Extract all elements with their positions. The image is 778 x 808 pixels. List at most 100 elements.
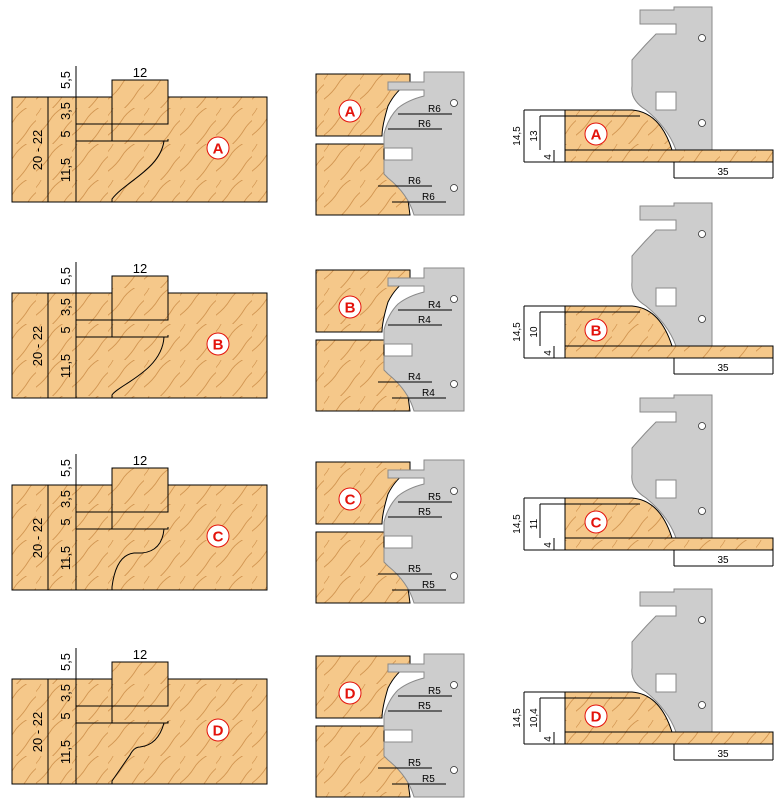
badge-letter: A	[591, 127, 602, 144]
radius-label-1: R5	[428, 686, 441, 697]
width-label: 12	[133, 261, 147, 276]
badge-circle	[584, 122, 608, 146]
dim-top-label: 5,5	[58, 653, 73, 671]
overall-label: 14,5	[512, 322, 523, 342]
length-label: 35	[717, 363, 729, 374]
profile-curve	[111, 528, 165, 590]
profile-badge-mid: D	[338, 681, 362, 705]
assembly-cutter	[631, 588, 713, 733]
length-label: 35	[717, 555, 729, 566]
badge-circle	[584, 704, 608, 728]
width-label: 12	[133, 647, 147, 662]
base-board	[564, 731, 774, 745]
base-board	[564, 149, 774, 163]
profile-badge-right: D	[584, 704, 608, 728]
dim-middle-label: 5	[58, 326, 73, 333]
profile-badge-left: D	[206, 718, 230, 742]
badge-letter: B	[345, 300, 356, 317]
cutter-bolt-hole	[450, 380, 458, 388]
cutter-bolt-hole	[698, 422, 706, 430]
badge-letter: D	[345, 686, 356, 703]
badge-circle	[206, 524, 230, 548]
groove-top	[112, 721, 169, 724]
dim-top-label: 5,5	[58, 71, 73, 89]
cutter-bolt-hole	[450, 681, 458, 689]
thickness-label: 20 - 22	[30, 130, 45, 170]
cutter-bolt-hole	[450, 487, 458, 495]
radius-label-2: R4	[418, 315, 431, 326]
cutter-bolt-hole	[698, 616, 706, 624]
length-label: 35	[717, 167, 729, 178]
dim-upper-label: 3,5	[58, 490, 73, 508]
cutter-bolt-hole	[698, 701, 706, 709]
badge-circle	[338, 487, 362, 511]
cutter-bolt-hole	[450, 184, 458, 192]
thickness-label: 20 - 22	[30, 518, 45, 558]
cutter-bolt-hole	[698, 34, 706, 42]
radius-label-2: R5	[418, 507, 431, 518]
badge-letter: B	[591, 323, 602, 340]
cutter-notch	[655, 673, 677, 693]
badge-circle	[584, 510, 608, 534]
badge-circle	[338, 99, 362, 123]
radius-label-4: R6	[422, 192, 435, 203]
groove-top	[112, 527, 169, 530]
radius-label-1: R4	[428, 300, 441, 311]
base-label: 4	[543, 736, 554, 742]
base-label: 4	[543, 350, 554, 356]
badge-circle	[206, 718, 230, 742]
length-label: 35	[717, 749, 729, 760]
cutter-bolt-hole	[450, 99, 458, 107]
dim-lower-label: 11,5	[58, 158, 73, 182]
assembly-cutter	[631, 394, 713, 539]
profile-badge-left: C	[206, 524, 230, 548]
profile-label: 13	[529, 130, 540, 142]
cutter-body	[383, 267, 465, 412]
badge-letter: C	[345, 492, 356, 509]
badge-letter: D	[591, 709, 602, 726]
profile-curve	[111, 336, 165, 398]
cutter-bolt-hole	[450, 572, 458, 580]
overall-label: 14,5	[512, 708, 523, 728]
cutter-notch	[655, 479, 677, 499]
badge-letter: A	[345, 104, 356, 121]
cutter-notch	[655, 287, 677, 307]
radius-label-4: R5	[422, 580, 435, 591]
dim-upper-label: 3,5	[58, 102, 73, 120]
dim-middle-label: 5	[58, 712, 73, 719]
badge-letter: B	[213, 337, 224, 354]
width-label: 12	[133, 65, 147, 80]
profile-badge-right: B	[584, 318, 608, 342]
cutter-bolt-hole	[698, 507, 706, 515]
radius-label-4: R4	[422, 388, 435, 399]
tenon-box	[111, 467, 169, 513]
radius-label-4: R5	[422, 774, 435, 785]
tenon-box	[111, 275, 169, 321]
dim-middle-label: 5	[58, 130, 73, 137]
cutter-bolt-hole	[698, 230, 706, 238]
base-board	[564, 537, 774, 551]
cutter-bolt-hole	[450, 766, 458, 774]
dim-lower-label: 11,5	[58, 546, 73, 570]
cutter-bolt-hole	[698, 315, 706, 323]
dim-top-label: 5,5	[58, 267, 73, 285]
badge-letter: A	[213, 141, 224, 158]
left-section-view: 12 20 - 22 5,5 3,5 5 11,5 A	[11, 65, 268, 203]
radius-label-1: R5	[428, 492, 441, 503]
cutter-body	[383, 459, 465, 604]
profile-badge-right: A	[584, 122, 608, 146]
dim-top-label: 5,5	[58, 459, 73, 477]
groove-top	[112, 139, 169, 142]
badge-circle	[338, 681, 362, 705]
dim-lower-label: 11,5	[58, 740, 73, 764]
